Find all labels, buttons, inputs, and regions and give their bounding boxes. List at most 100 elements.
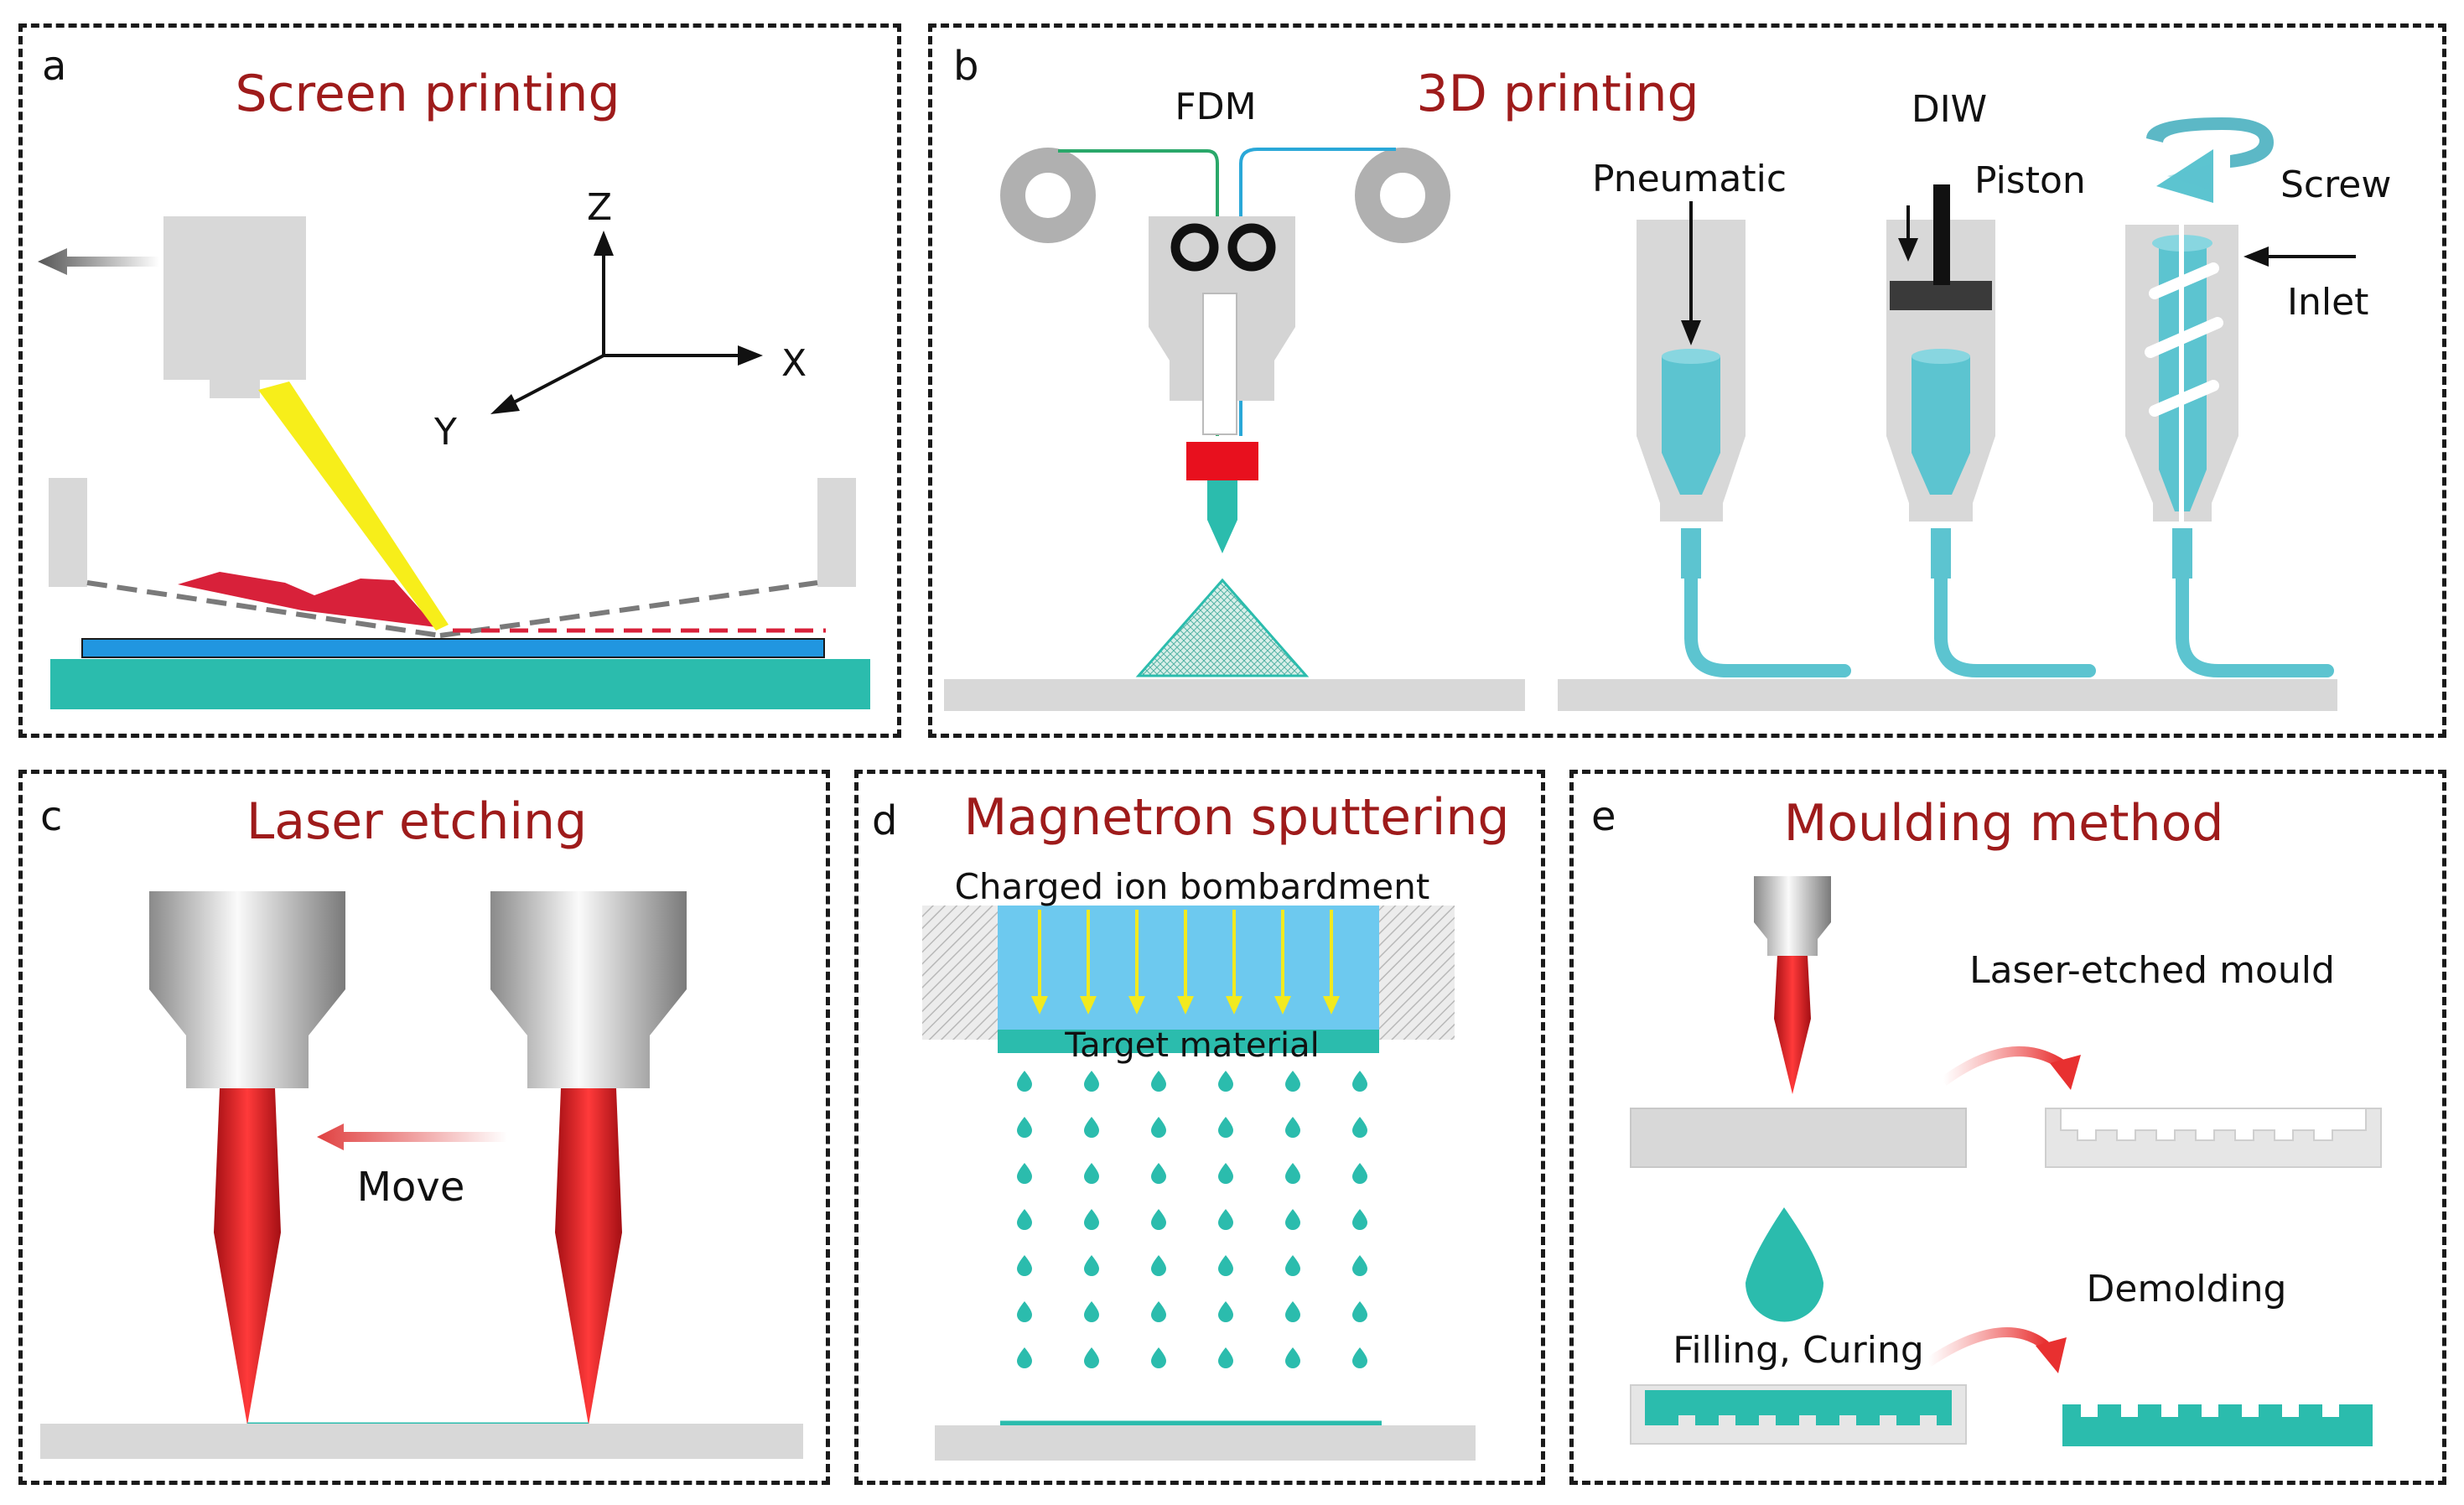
filled-resin xyxy=(1645,1390,1952,1425)
droplet xyxy=(1285,1209,1300,1230)
droplet xyxy=(1084,1255,1099,1276)
droplet xyxy=(1285,1255,1300,1276)
droplet xyxy=(1151,1071,1166,1092)
curve-arrow-top xyxy=(1940,1046,2066,1086)
panel-a-frame xyxy=(18,23,901,738)
droplet xyxy=(1017,1347,1032,1368)
droplet xyxy=(1352,1209,1367,1230)
curve-arrowhead-bottom xyxy=(2036,1337,2067,1373)
laser-head-right xyxy=(490,891,687,1425)
droplet xyxy=(1084,1209,1099,1230)
screw-label: Screw xyxy=(2280,163,2391,206)
droplet xyxy=(1218,1209,1233,1230)
pneumatic-label: Pneumatic xyxy=(1592,158,1787,200)
squeegee xyxy=(258,381,449,631)
demolding-label: Demolding xyxy=(2087,1268,2287,1310)
droplet xyxy=(1151,1209,1166,1230)
droplet xyxy=(1017,1301,1032,1322)
ion-arrowheads xyxy=(1031,996,1340,1015)
droplet xyxy=(1285,1117,1300,1138)
droplet xyxy=(1218,1117,1233,1138)
droplet xyxy=(1352,1071,1367,1092)
panel-c: c Laser etching Move xyxy=(40,792,803,1459)
droplet xyxy=(1285,1301,1300,1322)
move-arrow xyxy=(317,1124,507,1150)
rotation-arrow-icon xyxy=(2146,117,2274,203)
droplet xyxy=(1084,1301,1099,1322)
diw-label: DIW xyxy=(1912,88,1987,131)
panel-a-letter: a xyxy=(42,43,66,90)
droplet xyxy=(1218,1301,1233,1322)
screen-post-left xyxy=(49,478,87,587)
syringe-screw xyxy=(2125,117,2356,677)
fdm-nozzle xyxy=(1207,480,1237,553)
droplet xyxy=(1017,1255,1032,1276)
droplet xyxy=(1017,1117,1032,1138)
heater-block xyxy=(1186,442,1258,480)
ion-arrows xyxy=(1038,910,1333,999)
axes-icon xyxy=(490,231,763,414)
mould-blank xyxy=(1630,1108,1967,1168)
fdm-feed-channel xyxy=(1202,293,1237,435)
panel-e-frame xyxy=(1569,770,2446,1485)
fdm-printed-part xyxy=(1135,578,1310,677)
droplet xyxy=(1017,1071,1032,1092)
demolded-part xyxy=(2062,1404,2373,1446)
droplet xyxy=(1151,1301,1166,1322)
droplet xyxy=(1218,1071,1233,1092)
filament-blue xyxy=(1239,148,1396,436)
ink-paste xyxy=(178,572,436,627)
droplet xyxy=(1084,1117,1099,1138)
move-label: Move xyxy=(357,1164,465,1211)
diw-build-plate xyxy=(1558,679,2337,711)
droplet xyxy=(1352,1347,1367,1368)
droplet xyxy=(1218,1347,1233,1368)
substrate xyxy=(81,638,825,658)
droplet xyxy=(1285,1347,1300,1368)
panel-b-frame xyxy=(928,23,2446,738)
spool-left-icon xyxy=(1000,148,1096,243)
droplet xyxy=(1218,1163,1233,1184)
panel-e-letter: e xyxy=(1591,793,1616,840)
syringe-pneumatic xyxy=(1637,201,1851,677)
syringe-piston xyxy=(1886,184,2096,677)
panel-b: b 3D printing FDM DIW Pneumatic Piston S… xyxy=(944,43,2391,711)
droplet xyxy=(1151,1117,1166,1138)
drive-gear-left-icon xyxy=(1170,223,1219,272)
droplet xyxy=(1218,1255,1233,1276)
fdm-label: FDM xyxy=(1175,86,1256,128)
plasma-region xyxy=(998,906,1379,1031)
resin-droplet-icon xyxy=(1746,1207,1823,1322)
panel-d: d Magnetron sputtering Charged ion bomba… xyxy=(872,788,1510,1461)
droplet xyxy=(1084,1163,1099,1184)
droplet xyxy=(1352,1163,1367,1184)
bombardment-label: Charged ion bombardment xyxy=(955,866,1430,907)
spool-right-icon xyxy=(1355,148,1450,243)
curve-arrowhead-top xyxy=(2050,1055,2081,1090)
droplet xyxy=(1084,1347,1099,1368)
print-head-nozzle xyxy=(210,380,260,398)
droplet xyxy=(1352,1255,1367,1276)
chamber-right xyxy=(1379,906,1455,1040)
droplet xyxy=(1151,1347,1166,1368)
droplet xyxy=(1151,1163,1166,1184)
droplet xyxy=(1084,1071,1099,1092)
panel-d-title: Magnetron sputtering xyxy=(963,788,1509,847)
droplet xyxy=(1285,1163,1300,1184)
panel-d-letter: d xyxy=(872,797,897,844)
mould-laser-head xyxy=(1754,876,1831,1094)
axis-y-label: Y xyxy=(433,411,457,454)
drive-gear-right-icon xyxy=(1227,223,1276,272)
panel-d-frame xyxy=(854,770,1545,1485)
screen-right xyxy=(439,580,818,638)
screen-post-right xyxy=(817,478,856,587)
etch-substrate xyxy=(40,1424,803,1459)
mould-label: Laser-etched mould xyxy=(1969,949,2335,992)
print-bed xyxy=(50,659,870,709)
laser-head-left xyxy=(149,891,345,1425)
droplet xyxy=(1151,1255,1166,1276)
target-layer xyxy=(998,1030,1379,1053)
etched-mould xyxy=(2045,1108,2382,1168)
panel-b-letter: b xyxy=(953,43,978,90)
print-head xyxy=(163,216,306,380)
